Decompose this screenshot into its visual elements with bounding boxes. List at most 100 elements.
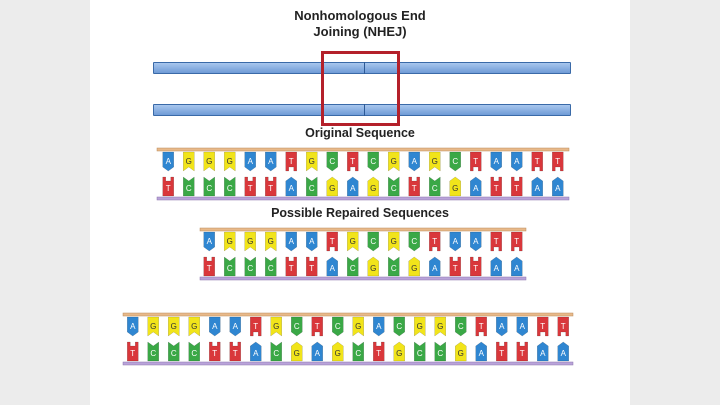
repaired-1-bottom-base-letter: A — [494, 264, 500, 273]
repaired-1-backbone-top — [199, 227, 527, 232]
original-bottom-base: G — [367, 176, 379, 197]
original-bottom-base-letter: G — [329, 184, 335, 193]
repaired-2-bottom-base-letter: A — [561, 349, 567, 358]
repaired-2-top-base-letter: A — [130, 322, 136, 331]
repaired-2-bottom-base: T — [496, 341, 508, 362]
original-top-base-letter: G — [227, 157, 233, 166]
repaired-2-bottom-base-letter: T — [376, 349, 381, 358]
repaired-sequence-2-strand: ATGCGCGCATATTAGCCGTACGGCATCGGCGCCGTAATAT… — [122, 312, 574, 366]
repaired-2-bottom-base: A — [557, 341, 569, 362]
repaired-2-top-base: G — [168, 316, 180, 337]
original-bottom-base: G — [326, 176, 338, 197]
repaired-1-top-base: T — [326, 231, 338, 252]
original-top-base: T — [470, 151, 482, 172]
original-top-base-letter: T — [555, 157, 560, 166]
repaired-2-top-base: A — [496, 316, 508, 337]
repaired-1-bottom-base-letter: C — [391, 264, 397, 273]
repaired-1-bottom-base-letter: T — [473, 264, 478, 273]
repaired-1-top-base-letter: T — [514, 237, 519, 246]
original-bottom-base-letter: T — [268, 184, 273, 193]
original-bottom-base-letter: G — [370, 184, 376, 193]
repaired-1-bottom-base-letter: A — [432, 264, 438, 273]
original-bottom-base: C — [224, 176, 236, 197]
original-top-base: T — [552, 151, 564, 172]
repaired-2-top-base-letter: G — [191, 322, 197, 331]
repaired-2-bottom-base: A — [311, 341, 323, 362]
repaired-2-bottom-base: T — [229, 341, 241, 362]
repaired-2-top-base: T — [250, 316, 262, 337]
original-bottom-base: A — [552, 176, 564, 197]
repaired-2-top-base: G — [414, 316, 426, 337]
original-bottom-base: C — [306, 176, 318, 197]
repaired-2-bottom-base-letter: C — [417, 349, 423, 358]
repaired-2-top-base: C — [332, 316, 344, 337]
repaired-2-top-base-letter: T — [561, 322, 566, 331]
original-bottom-base: T — [511, 176, 523, 197]
repaired-2-bottom-base-letter: C — [355, 349, 361, 358]
repaired-1-top-base: G — [388, 231, 400, 252]
repaired-1-top-base-letter: A — [207, 237, 213, 246]
original-top-base-letter: A — [412, 157, 418, 166]
original-top-base-letter: A — [514, 157, 520, 166]
original-top-base-letter: A — [494, 157, 500, 166]
original-top-base-letter: T — [289, 157, 294, 166]
repaired-2-top-base-letter: G — [437, 322, 443, 331]
original-bottom-base-letter: T — [248, 184, 253, 193]
repaired-2-top-base: T — [311, 316, 323, 337]
repaired-2-top-base: G — [434, 316, 446, 337]
repaired-1-bottom-base: C — [347, 256, 359, 277]
original-top-base-letter: A — [248, 157, 254, 166]
original-bottom-base-letter: C — [186, 184, 192, 193]
repaired-1-top-base-letter: T — [494, 237, 499, 246]
repaired-1-bottom-base-letter: C — [268, 264, 274, 273]
slide-title: Nonhomologous End Joining (NHEJ) — [90, 8, 630, 40]
original-top-base: A — [511, 151, 523, 172]
repaired-2-top-base: A — [516, 316, 528, 337]
repaired-1-top-base: G — [347, 231, 359, 252]
repaired-2-top-base-letter: A — [212, 322, 218, 331]
original-top-base: G — [388, 151, 400, 172]
original-bottom-base: G — [449, 176, 461, 197]
repaired-2-bottom-base: G — [393, 341, 405, 362]
repaired-1-bottom-base: A — [429, 256, 441, 277]
repaired-1-top-base-letter: G — [350, 237, 356, 246]
original-top-base: T — [285, 151, 297, 172]
repaired-1-bottom-base: C — [265, 256, 277, 277]
repaired-1-bottom-base-letter: G — [370, 264, 376, 273]
original-top-base: G — [203, 151, 215, 172]
repaired-1-top-base-letter: G — [391, 237, 397, 246]
break-line-top — [364, 62, 365, 74]
repaired-1-bottom-base: A — [490, 256, 502, 277]
repaired-2-top-base: A — [373, 316, 385, 337]
repaired-1-bottom-base: T — [449, 256, 461, 277]
repaired-2-top-base-letter: G — [171, 322, 177, 331]
original-top-base: G — [224, 151, 236, 172]
repaired-1-top-base-letter: C — [370, 237, 376, 246]
original-top-base: G — [183, 151, 195, 172]
repaired-1-bottom-base-letter: A — [514, 264, 520, 273]
original-top-base: A — [490, 151, 502, 172]
repaired-2-top-base: G — [352, 316, 364, 337]
repaired-2-bottom-base: C — [188, 341, 200, 362]
repaired-2-top-base: G — [270, 316, 282, 337]
original-top-base-letter: G — [309, 157, 315, 166]
repaired-1-top-base: T — [429, 231, 441, 252]
original-backbone-top — [156, 147, 570, 152]
repaired-1-top-base: G — [224, 231, 236, 252]
original-bottom-base-letter: G — [452, 184, 458, 193]
original-backbone-bottom — [156, 196, 570, 201]
repaired-2-top-base: A — [209, 316, 221, 337]
repaired-2-top-base: A — [127, 316, 139, 337]
original-top-base: A — [162, 151, 174, 172]
repaired-2-bottom-base-letter: C — [191, 349, 197, 358]
repaired-2-top-base: T — [475, 316, 487, 337]
original-top-base-letter: T — [535, 157, 540, 166]
repaired-2-bottom-base-letter: C — [437, 349, 443, 358]
repaired-1-bottom-base-letter: C — [350, 264, 356, 273]
repaired-1-bottom-base-letter: T — [289, 264, 294, 273]
repaired-2-top-base-letter: T — [540, 322, 545, 331]
repaired-2-bottom-base-letter: T — [212, 349, 217, 358]
title-line-1: Nonhomologous End — [294, 8, 426, 23]
repaired-sequences-label: Possible Repaired Sequences — [271, 206, 449, 220]
